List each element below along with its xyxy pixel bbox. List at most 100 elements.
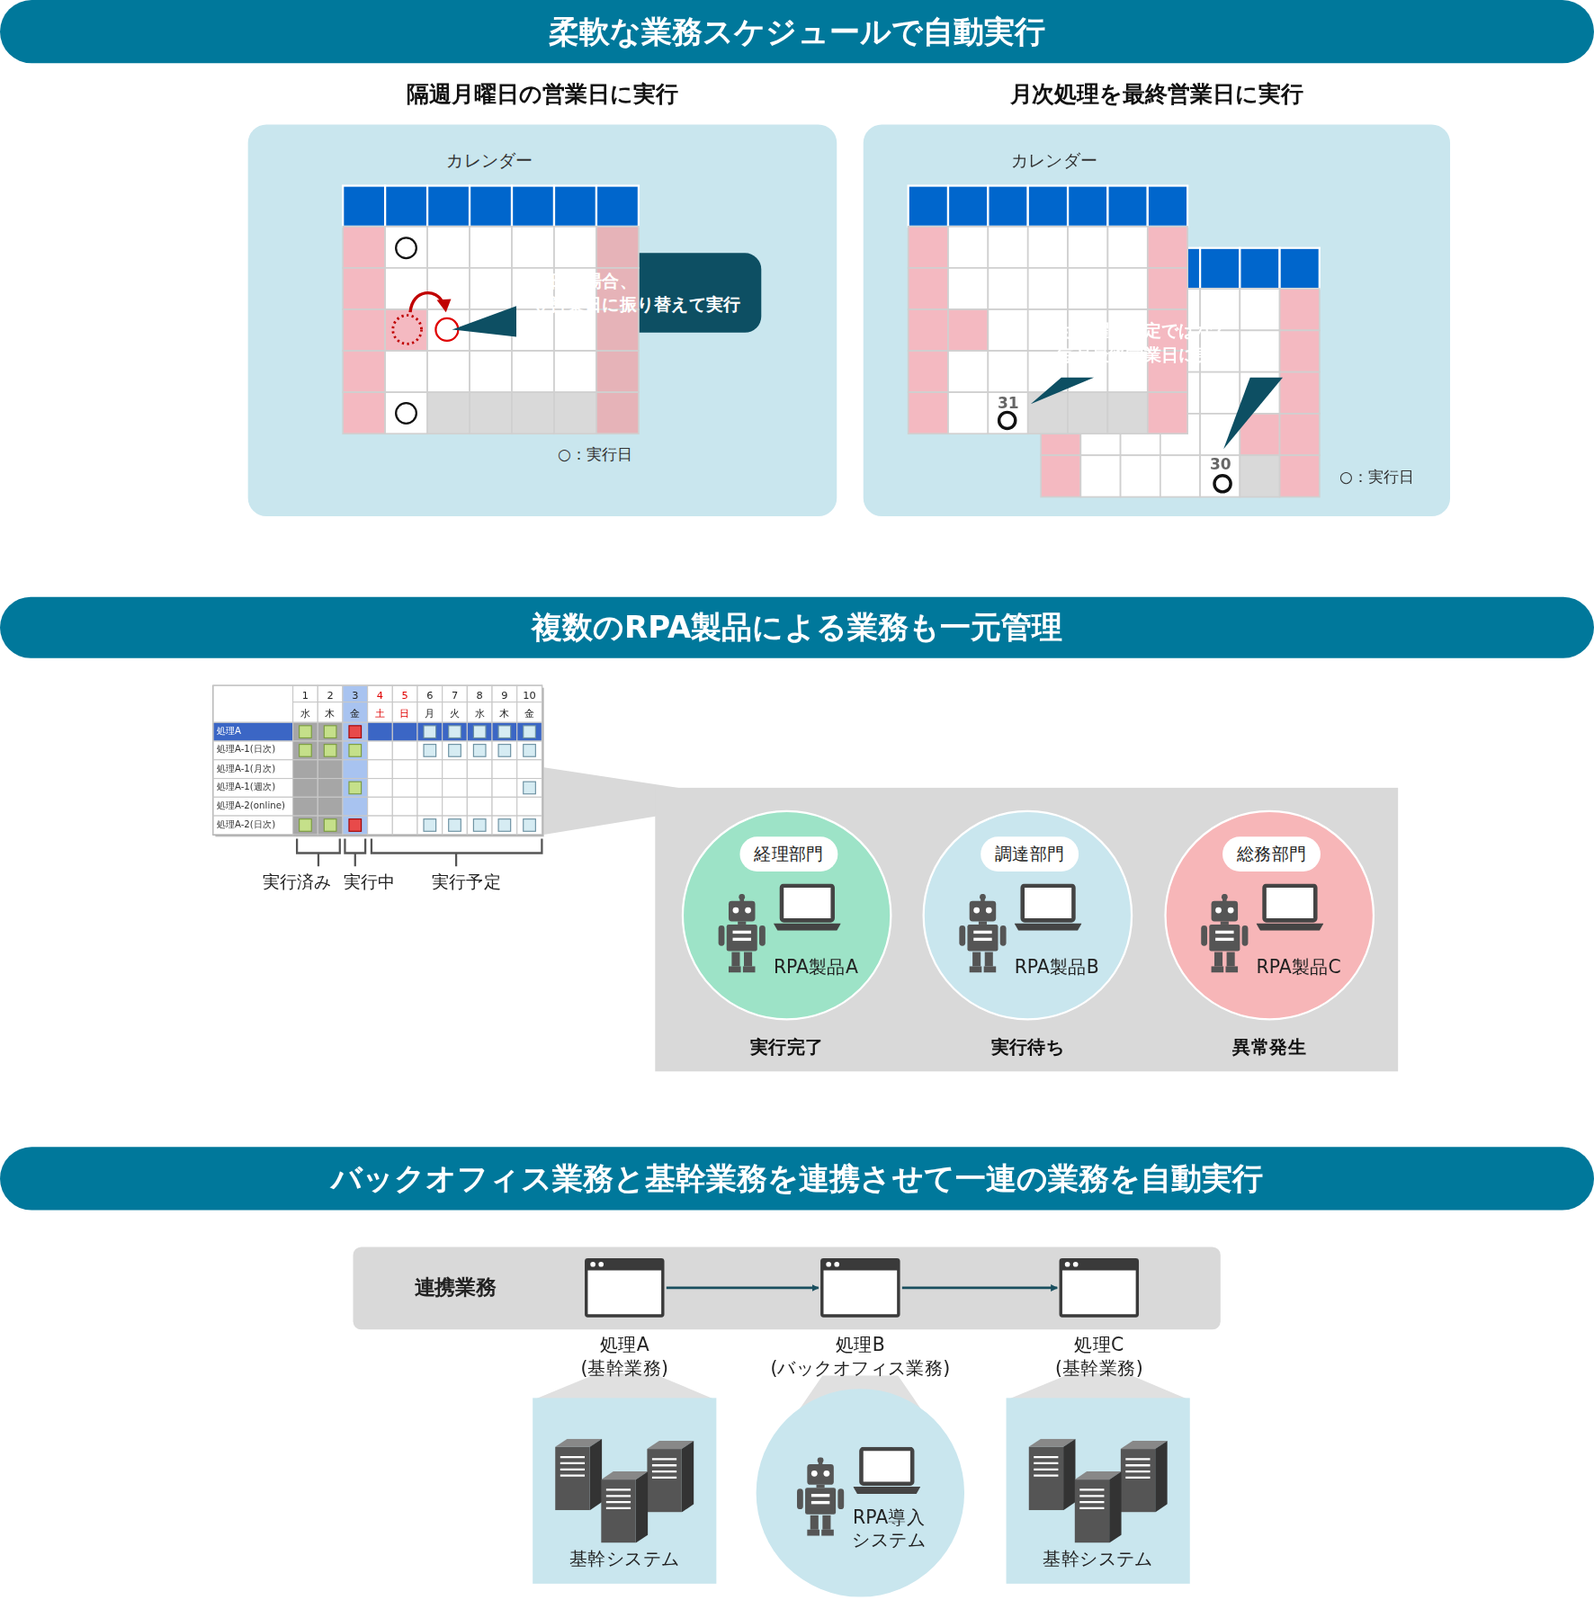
label-text: 水: [474, 707, 485, 718]
cell: [517, 685, 543, 702]
callout-pointer-part: [1223, 377, 1283, 449]
cell: [511, 309, 555, 351]
cell: [385, 309, 428, 351]
cell: [448, 725, 462, 739]
node-text: 基幹システム: [532, 1547, 717, 1572]
label-text: 30: [1209, 456, 1232, 474]
label-text: 処理A-2(日次): [216, 820, 277, 831]
node-text: 実行完了: [683, 1034, 890, 1059]
cell: [492, 797, 518, 816]
cell: [342, 741, 368, 761]
window-dots-part: [598, 1262, 604, 1268]
cell: [554, 226, 597, 269]
cell: [317, 702, 343, 724]
bracket-part: [344, 839, 366, 868]
window-dots-part: [590, 1262, 596, 1268]
cell: [417, 741, 443, 761]
text-line: RPA導入: [851, 1506, 926, 1529]
department-pill: 総務部門: [1222, 836, 1321, 872]
section-banner: 柔軟な業務スケジュールで自動実行: [0, 0, 1594, 63]
robot-icon: [718, 894, 1249, 1537]
cell: [392, 779, 418, 798]
cell: [511, 185, 555, 226]
label-text: 10: [522, 689, 536, 700]
label-text: 金: [349, 707, 360, 718]
cell: [987, 185, 1028, 226]
cell: [517, 760, 543, 780]
node-text: 調達部門: [994, 842, 1065, 867]
server-icon-part: [555, 1439, 602, 1511]
cell: [442, 797, 468, 816]
label-text: 処理A: [216, 726, 242, 737]
robot-icon-part: [958, 894, 1006, 973]
label-text: 処理A-2(online): [216, 801, 286, 812]
cell: [423, 744, 437, 758]
label-text: カレンダー: [1011, 151, 1098, 171]
cell: [342, 779, 368, 798]
execution-mark-part: [395, 402, 417, 424]
cell: [1107, 392, 1147, 434]
cell: [1280, 288, 1320, 331]
cell: [554, 309, 597, 351]
label-text: 日: [399, 707, 410, 718]
cell: [1067, 268, 1108, 310]
cell: [492, 815, 518, 835]
server-icon: [555, 1439, 1168, 1544]
label-text: ○：実行日: [557, 447, 633, 465]
cell: [948, 226, 988, 269]
cell: [1107, 226, 1147, 269]
cell: [1199, 372, 1240, 414]
cell: [442, 741, 468, 761]
cell: [423, 725, 437, 739]
cell: [1147, 392, 1188, 434]
callout-pointer-part: [1030, 377, 1094, 404]
text-line: (基幹業務): [580, 1356, 669, 1380]
text-line: 処理C: [1055, 1334, 1144, 1358]
node-text: 連携業務: [414, 1273, 497, 1302]
cell: [385, 226, 428, 269]
cell: [448, 744, 462, 758]
window-dots: [590, 1262, 1078, 1268]
cell: [442, 722, 468, 742]
cell: [213, 722, 293, 742]
cell: [466, 741, 493, 761]
cell: [367, 760, 394, 780]
cell: [342, 815, 368, 835]
cell: [466, 779, 493, 798]
label-text: 処理A-1(週次): [216, 782, 277, 793]
bracket-part: [371, 839, 542, 868]
cell: [492, 685, 518, 702]
cell: [317, 685, 343, 702]
label-text: 9: [501, 689, 508, 700]
cell: [511, 226, 555, 269]
text-line: 毎月最終営業日に実行: [1039, 342, 1248, 367]
cell: [213, 779, 293, 798]
cell: [427, 226, 470, 269]
cell: [517, 722, 543, 742]
cell: [427, 185, 470, 226]
cell: [517, 797, 543, 816]
cell: [948, 350, 988, 393]
cell: [1147, 268, 1188, 310]
execution-mark-part: [410, 293, 443, 314]
cell: [1147, 350, 1188, 393]
label-text: 実行予定: [431, 872, 502, 892]
cell: [473, 819, 486, 833]
node-text: 処理A (基幹業務): [580, 1334, 669, 1380]
cell: [517, 815, 543, 835]
cell: [293, 797, 319, 816]
cell: [385, 350, 428, 393]
cell: [492, 760, 518, 780]
execution-mark-part: [395, 237, 417, 259]
cell: [1120, 455, 1161, 497]
cell: [342, 685, 368, 702]
cell: [1239, 455, 1280, 497]
cell: [469, 226, 512, 269]
cell: [523, 819, 537, 833]
text-line: 処理B: [770, 1334, 950, 1358]
cell: [293, 741, 319, 761]
cell: [317, 815, 343, 835]
cell: [908, 185, 1188, 434]
cell: [385, 392, 428, 434]
node-text: RPA製品A: [773, 955, 859, 980]
